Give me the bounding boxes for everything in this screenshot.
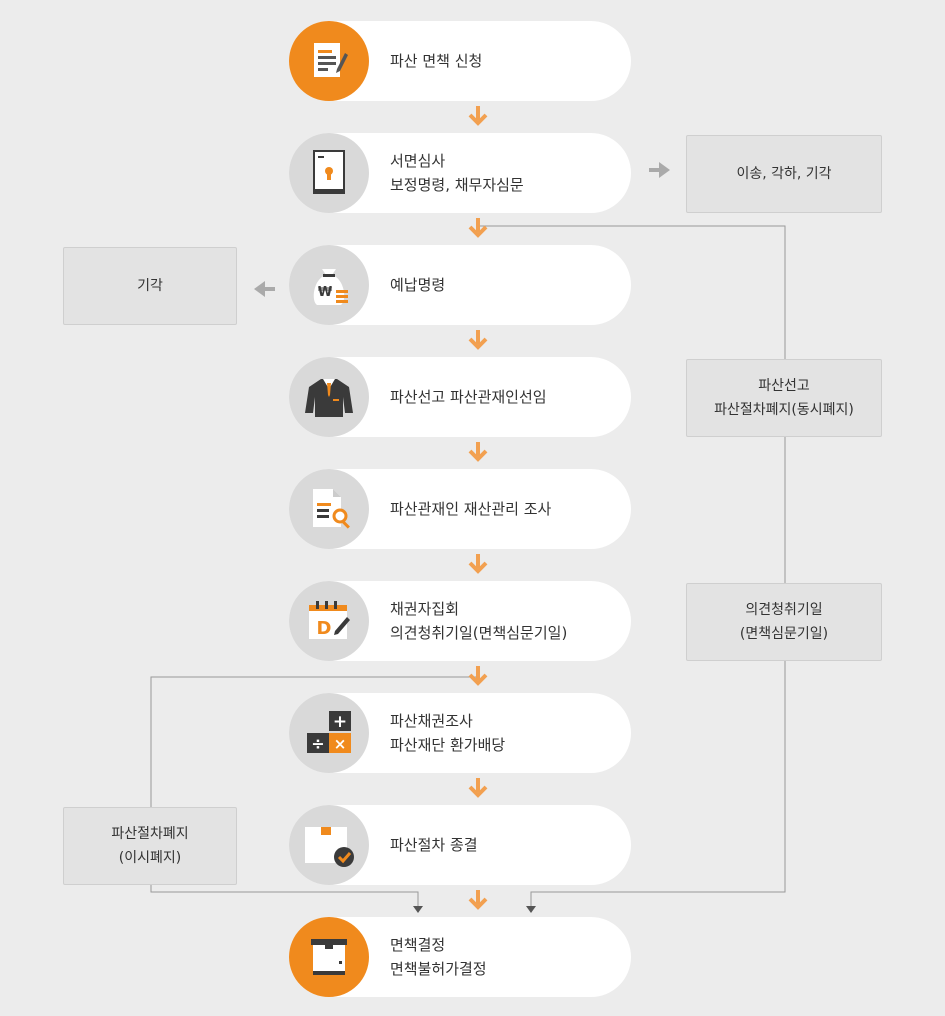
step-label: 파산채권조사 파산재단 환가배당 — [390, 712, 506, 754]
right-connector-arrowhead — [526, 906, 536, 913]
document-search-icon — [289, 469, 369, 549]
down-arrow — [468, 106, 488, 126]
step-label: 예납명령 — [390, 276, 446, 294]
arrow-right-to-transfer — [649, 162, 670, 178]
cabinet-icon — [289, 917, 369, 997]
down-arrow — [468, 890, 488, 910]
side-box-simultaneous-abolition: 파산선고 파산절차폐지(동시폐지) — [686, 359, 882, 437]
side-box-hearing-date: 의견청취기일 (면책심문기일) — [686, 583, 882, 661]
side-box-later-abolition: 파산절차폐지 (이시폐지) — [63, 807, 237, 885]
down-arrow — [468, 218, 488, 238]
down-arrow — [468, 666, 488, 686]
step-label: 파산관재인 재산관리 조사 — [390, 500, 552, 518]
svg-text:÷: ÷ — [311, 734, 324, 753]
svg-text:D: D — [317, 618, 332, 639]
step-label: 파산선고 파산관재인선임 — [390, 388, 547, 406]
down-arrow — [468, 778, 488, 798]
step-trustee-investigation: 파산관재인 재산관리 조사 — [289, 469, 631, 549]
step-bankruptcy-declaration: 파산선고 파산관재인선임 — [289, 357, 631, 437]
step-label: 면책결정 면책불허가결정 — [390, 936, 487, 978]
money-bag-icon: ₩ — [289, 245, 369, 325]
step-document-review: 서면심사 보정명령, 채무자심문 — [289, 133, 631, 213]
down-arrow — [468, 554, 488, 574]
step-label: 파산 면책 신청 — [390, 52, 483, 70]
svg-text:+: + — [333, 712, 347, 732]
side-box-transfer-dismissal: 이송, 각하, 기각 — [686, 135, 882, 213]
right-connector-line — [478, 225, 786, 906]
step-bankruptcy-application: 파산 면책 신청 — [289, 21, 631, 101]
svg-text:×: × — [334, 735, 347, 753]
step-label: 서면심사 보정명령, 채무자심문 — [390, 152, 524, 194]
step-label: 채권자집회 의견청취기일(면책심문기일) — [390, 600, 568, 642]
left-connector-arrowhead — [413, 906, 423, 913]
left-connector-line — [150, 676, 478, 906]
step-advance-payment-order: ₩ 예납명령 — [289, 245, 631, 325]
box-check-icon — [289, 805, 369, 885]
side-box-dismissal: 기각 — [63, 247, 237, 325]
svg-text:₩: ₩ — [318, 285, 333, 300]
calculator-icon: + ÷ × — [289, 693, 369, 773]
step-creditors-meeting: D 채권자집회 의견청취기일(면책심문기일) — [289, 581, 631, 661]
application-document-icon — [289, 21, 369, 101]
down-arrow — [468, 330, 488, 350]
step-bankruptcy-closure: 파산절차 종결 — [289, 805, 631, 885]
calendar-d-icon: D — [289, 581, 369, 661]
step-discharge-decision: 면책결정 면책불허가결정 — [289, 917, 631, 997]
down-arrow — [468, 442, 488, 462]
suit-icon — [289, 357, 369, 437]
arrow-left-to-dismiss — [254, 281, 275, 297]
document-keyhole-icon — [289, 133, 369, 213]
step-claims-investigation: + ÷ × 파산채권조사 파산재단 환가배당 — [289, 693, 631, 773]
step-label: 파산절차 종결 — [390, 836, 478, 854]
